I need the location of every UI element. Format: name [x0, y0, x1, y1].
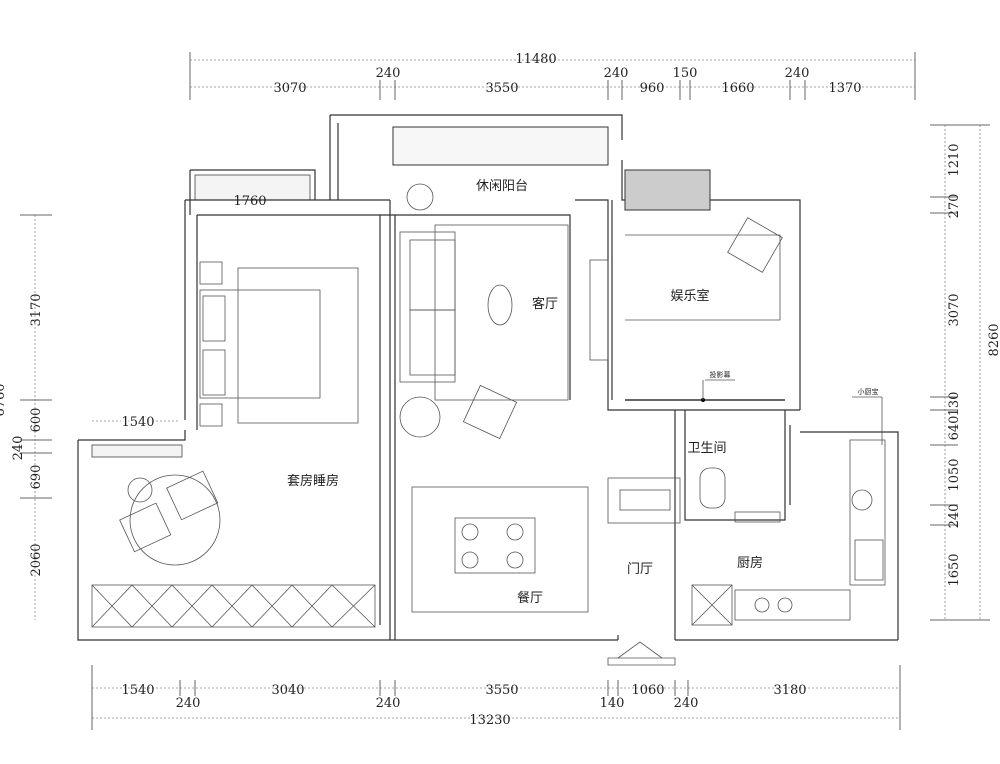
- coffee-table: [487, 284, 513, 326]
- dim-bottom: 3180: [773, 683, 806, 698]
- balcony-planter: [392, 126, 609, 166]
- dim-bottom-total: 13230: [469, 713, 510, 728]
- walls: [77, 114, 899, 641]
- left-dimensions: 3170 600 240 690 2060 6760: [0, 214, 52, 620]
- dim-right: 270: [947, 194, 962, 219]
- dim-right-total: 8260: [987, 323, 1000, 356]
- dim-top: 3070: [273, 81, 306, 96]
- label-water-heater: 小厨宝: [858, 387, 879, 396]
- dim-right: 640: [947, 416, 962, 441]
- bottom-dimensions: 1540 240 3040 240 3550 140 1060 240 3180…: [91, 665, 901, 730]
- wardrobe: [91, 584, 376, 628]
- dim-bottom: 1540: [121, 683, 154, 698]
- dim-left: 600: [29, 408, 44, 433]
- dim-right: 1650: [947, 553, 962, 586]
- dim-top-total: 11480: [515, 52, 556, 67]
- top-dimensions: 11480 3070 240 3550 240 960 150 1660 240…: [189, 52, 916, 100]
- room-label-living-room: 客厅: [532, 296, 558, 312]
- dim-bottom: 1060: [631, 683, 664, 698]
- kitchen-counter: [849, 439, 886, 586]
- dim-top: 3550: [485, 81, 518, 96]
- dim-top: 240: [376, 66, 401, 81]
- sofa: [399, 231, 456, 383]
- dim-bottom: 140: [600, 696, 625, 711]
- dim-top: 1660: [721, 81, 754, 96]
- dim-right: 240: [947, 504, 962, 529]
- dim-top: 150: [673, 66, 698, 81]
- living-rug: [434, 224, 569, 401]
- dim-bottom: 3040: [271, 683, 304, 698]
- dim-balcony-width: 1760: [233, 194, 266, 209]
- entertainment-window: [624, 169, 711, 211]
- bedroom-rug: [237, 267, 359, 424]
- dim-top: 960: [640, 81, 665, 96]
- dim-top: 240: [604, 66, 629, 81]
- dim-terrace-width: 1540: [121, 415, 154, 430]
- dim-bottom: 240: [674, 696, 699, 711]
- dim-bottom: 3550: [485, 683, 518, 698]
- room-label-master-bedroom: 套房睡房: [287, 473, 339, 489]
- room-label-foyer: 门厅: [627, 562, 653, 577]
- room-label-kitchen: 厨房: [737, 555, 763, 571]
- toilet: [699, 467, 726, 509]
- dim-right: 1050: [947, 458, 962, 491]
- bed: [199, 289, 321, 399]
- dining-table: [454, 517, 536, 574]
- dim-right: 3070: [947, 293, 962, 326]
- round-rug: [129, 474, 221, 566]
- dim-left-total: 6760: [0, 383, 8, 416]
- room-label-leisure-balcony: 休闲阳台: [476, 179, 528, 194]
- dim-right: 130: [947, 392, 962, 417]
- dim-left: 3170: [29, 293, 44, 326]
- dim-left: 240: [11, 436, 26, 461]
- label-projector-screen: 投影幕: [710, 370, 731, 379]
- dim-left: 2060: [29, 543, 44, 576]
- furniture: [91, 183, 886, 666]
- dim-bottom: 240: [376, 696, 401, 711]
- dim-top: 240: [785, 66, 810, 81]
- dim-top: 1370: [828, 81, 861, 96]
- dim-right: 1210: [947, 143, 962, 176]
- dim-left: 690: [29, 465, 44, 490]
- room-label-bathroom: 卫生间: [687, 441, 726, 456]
- dining-rug: [411, 486, 589, 613]
- room-label-entertainment: 娱乐室: [670, 288, 709, 304]
- entrance-marker: [607, 641, 676, 666]
- room-label-dining: 餐厅: [517, 590, 543, 606]
- dim-bottom: 240: [176, 696, 201, 711]
- right-dimensions: 1210 270 3070 130 640 1050 240 1650 8260: [930, 124, 1000, 621]
- room-labels: 休闲阳台 客厅 娱乐室 卫生间 套房睡房 厨房 门厅 餐厅 1760 1540 …: [92, 179, 883, 606]
